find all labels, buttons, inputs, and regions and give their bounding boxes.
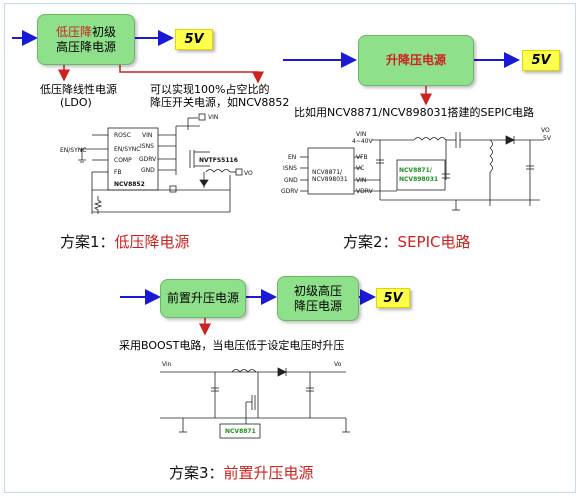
scheme1-pin-comp: COMP — [114, 157, 132, 164]
scheme3-primary-buck-box: 初级高压 降压电源 — [277, 276, 359, 321]
scheme2-caption: 方案2：SEPIC电路 — [343, 233, 471, 251]
scheme1-pin-fb: FB — [114, 169, 122, 176]
scheme3-pre-boost-box: 前置升压电源 — [160, 279, 246, 318]
scheme2-pin-vin: VIN — [356, 177, 366, 184]
scheme2-vin-range: 4~40V — [352, 138, 373, 145]
scheme3-caption: 方案3：前置升压电源 — [169, 464, 314, 482]
scheme2-buck-boost-box: 升降压电源 — [358, 35, 474, 86]
diagram-frame — [4, 3, 576, 493]
scheme3-chip-label: NCV8871 — [225, 428, 256, 435]
scheme1-pin-rosc: ROSC — [114, 132, 131, 139]
scheme1-caption-highlight: 低压降电源 — [114, 233, 190, 251]
scheme3-caption-highlight: 前置升压电源 — [223, 464, 314, 482]
scheme2-vin-label: VIN — [356, 131, 366, 138]
scheme2-sepic-note: 比如用NCV8871/NCV898031搭建的SEPIC电路 — [294, 106, 535, 119]
scheme1-box-line2: 高压降电源 — [55, 39, 116, 54]
scheme2-caption-highlight: SEPIC电路 — [397, 233, 471, 251]
scheme1-switch-note: 可以实现100%占空比的 降压开关电源，如NCV8852 — [150, 83, 290, 109]
scheme1-pin-isns: ISNS — [140, 143, 154, 150]
scheme3-5v-output: 5V — [376, 288, 410, 308]
scheme2-pin-gdrv: GDRV — [281, 188, 299, 195]
scheme1-caption: 方案1：低压降电源 — [60, 233, 190, 251]
scheme2-pin-vfb: VFB — [356, 154, 368, 161]
scheme2-pin-isns: ISNS — [283, 165, 297, 172]
scheme2-vo-value: 5V — [543, 135, 552, 142]
scheme1-pin-en-sync: EN/SYNC — [114, 146, 140, 153]
scheme3-vin-label: Vin — [162, 361, 172, 368]
scheme1-mosfet-label: NVTFS5116 — [199, 157, 238, 164]
scheme2-chip-line1: NCV8871/ — [399, 167, 433, 174]
scheme2-ic-name2: NCV898031 — [312, 176, 348, 183]
scheme3-vo-label: Vo — [334, 361, 342, 368]
scheme1-chip-label: NCV8852 — [114, 181, 145, 188]
scheme2-box-label: 升降压电源 — [385, 53, 446, 67]
scheme2-pin-vc: VC — [356, 165, 364, 172]
scheme1-5v-output: 5V — [175, 29, 213, 50]
scheme1-ext-vin: VIN — [208, 114, 218, 121]
scheme3-boost-note: 采用BOOST电路，当电压低于设定电压时升压 — [119, 339, 345, 352]
scheme1-ldo-note: 低压降线性电源 (LDO) — [40, 83, 117, 109]
scheme1-pin-gdrv: GDRV — [139, 156, 157, 163]
scheme2-pin-en: EN — [288, 154, 296, 161]
scheme2-5v-output: 5V — [522, 50, 560, 71]
scheme2-pin-vdrv: VDRV — [356, 188, 374, 195]
scheme1-low-dropout-box: 低压降初级 高压降电源 — [37, 14, 135, 65]
scheme2-chip-line2: NCV898031 — [399, 176, 438, 183]
scheme2-vo-label: VO — [541, 127, 550, 134]
scheme2-pin-gnd: GND — [284, 177, 298, 184]
scheme1-pin-vin: VIN — [142, 132, 152, 139]
scheme1-pin-gnd: GND — [141, 167, 155, 174]
scheme1-ext-en-sync: EN/SYNC — [60, 147, 86, 154]
scheme1-box-red-text: 低压降 — [55, 24, 92, 39]
scheme1-ext-vo: VO — [244, 170, 253, 177]
scheme2-ic-name: NCV8871/ — [312, 169, 343, 176]
